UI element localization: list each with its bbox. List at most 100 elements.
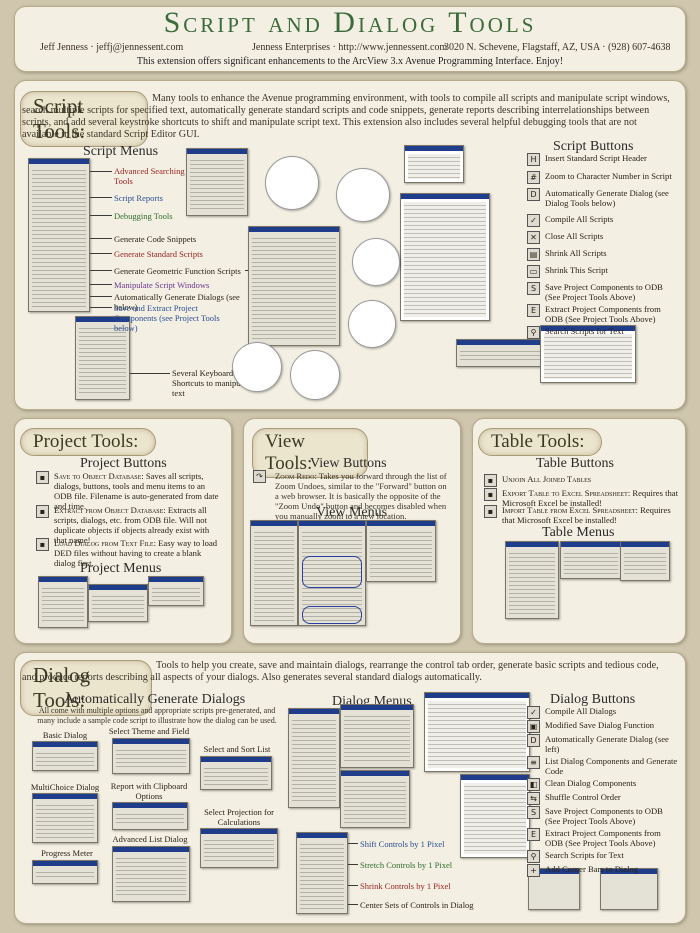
dialog-button-label: Shuffle Control Order <box>545 792 621 802</box>
dialog-button-label: Save Project Components to ODB (See Proj… <box>545 806 663 826</box>
project-item-text: Save to Object Database: Saves all scrip… <box>54 471 222 511</box>
script-button-icon: ✕ <box>527 231 540 244</box>
menu-label-script-windows: Manipulate Script Windows <box>114 280 210 290</box>
dialog-menu-label-center: Center Sets of Controls in Dialog <box>360 900 474 910</box>
view-buttons-heading: View Buttons <box>310 456 387 471</box>
dialog-menu-screenshot-2 <box>340 704 414 768</box>
menu-label-auto-dialogs: Automatically Generate Dialogs (see belo… <box>114 292 240 312</box>
table-item-desc: Requires that Microsoft Excel be install… <box>502 488 678 508</box>
dialog-menu-label-stretch: Stretch Controls by 1 Pixel <box>360 860 453 870</box>
view-menu-screenshot-3 <box>366 520 436 582</box>
dialog-button-6[interactable]: S Save Project Components to ODB (See Pro… <box>527 806 679 826</box>
dialog-button-icon: ⚲ <box>527 850 540 863</box>
script-button-label: Extract Project Components from ODB (See… <box>545 304 661 324</box>
theme-field-screenshot <box>112 738 190 774</box>
script-button-4[interactable]: ✕Close All Scripts <box>527 231 677 244</box>
table-menu-screenshot-1 <box>505 541 559 619</box>
project-menu-screenshot-1 <box>38 576 88 628</box>
view-menus-heading: View Menus <box>316 505 388 520</box>
dialog-button-icon: ◧ <box>527 778 540 791</box>
dialog-button-icon: S <box>527 806 540 819</box>
table-item-text: Unjoin All Joined Tables <box>502 474 591 487</box>
script-button-9[interactable]: ⚲ Search Scripts for Text <box>527 326 677 339</box>
dialog-button-8[interactable]: ⚲ Search Scripts for Text <box>527 850 679 863</box>
dialog-button-9[interactable]: +Add Corner Bars to Dialog <box>527 864 679 877</box>
project-menus-heading: Project Menus <box>80 561 162 576</box>
project-menu-screenshot-2 <box>88 584 148 622</box>
table-item-2[interactable]: ▪ Import Table from Excel Spreadsheet: Re… <box>484 505 678 525</box>
dialog-button-4[interactable]: ◧Clean Dialog Components <box>527 778 679 791</box>
sort-list-screenshot <box>200 756 272 790</box>
script-button-5[interactable]: ▤Shrink All Scripts <box>527 248 677 261</box>
geometry-circle-3 <box>352 238 400 286</box>
menu-label-geometric-scripts: Generate Geometric Function Scripts <box>114 266 241 276</box>
view-menu-highlight-1 <box>302 556 362 588</box>
dialog-buttons-heading: Dialog Buttons <box>550 692 636 707</box>
geometry-circle-6 <box>290 350 340 400</box>
dialog-button-icon: ≡ <box>527 756 540 769</box>
script-button-3[interactable]: ✓Compile All Scripts <box>527 214 677 227</box>
script-button-icon: ▤ <box>527 248 540 261</box>
shortcut-label: Several Keyboard Shortcuts to manipulate… <box>172 368 253 398</box>
dialog-button-0[interactable]: ✓Compile All Dialogs <box>527 706 679 719</box>
zoom-redo-text: Takes you forward through the list of Zo… <box>275 471 447 521</box>
corner-bars-screenshot-2 <box>600 868 658 910</box>
table-item-0[interactable]: ▪ Unjoin All Joined Tables <box>484 474 678 487</box>
dialog-button-5[interactable]: ⇆Shuffle Control Order <box>527 792 679 805</box>
dialog-button-icon: ▣ <box>527 720 540 733</box>
project-item-text: Load Dialog from Text File: Easy way to … <box>54 538 222 568</box>
author-email[interactable]: jeffj@jennessent.com <box>96 42 184 53</box>
project-tools-title: Project Tools: <box>20 428 156 456</box>
table-menus-heading: Table Menus <box>542 525 615 540</box>
script-editor-screenshot <box>404 145 464 183</box>
menu-label-project-components: Save and Extract Project Components (see… <box>114 303 220 333</box>
project-item-2[interactable]: ▪ Load Dialog from Text File: Easy way to… <box>36 538 222 568</box>
script-button-1[interactable]: #Zoom to Character Number in Script <box>527 171 677 184</box>
view-zoom-description: Zoom Redo: Takes you forward through the… <box>275 471 451 521</box>
dialog-button-1[interactable]: ▣Modified Save Dialog Function <box>527 720 679 733</box>
table-item-desc: Requires that Microsoft Excel be install… <box>502 505 671 525</box>
table-item-icon: ▪ <box>484 505 497 518</box>
table-item-name: Import Table from Excel Spreadsheet: <box>502 505 638 515</box>
table-item-icon: ▪ <box>484 474 497 487</box>
dialog-menu-screenshot-3 <box>340 770 410 828</box>
zoom-redo-button[interactable]: ↷ <box>253 470 271 483</box>
script-button-icon: ✓ <box>527 214 540 227</box>
script-button-icon: D <box>527 188 540 201</box>
geometry-circle-1 <box>265 156 319 210</box>
company-website[interactable]: http://www.jennessent.com <box>338 42 448 53</box>
caption-projection: Select Projection for Calculations <box>204 807 274 827</box>
dialog-menu-label-shift: Shift Controls by 1 Pixel <box>360 839 445 849</box>
script-button-icon: # <box>527 171 540 184</box>
project-item-name: Load Dialog from Text File: <box>54 538 156 548</box>
multichoice-screenshot <box>32 793 98 843</box>
table-buttons-heading: Table Buttons <box>536 456 614 471</box>
menu-label-standard-scripts: Generate Standard Scripts <box>114 249 203 259</box>
script-button-icon: ⚲ <box>527 326 540 339</box>
shuffle-order-screenshot <box>460 774 530 858</box>
project-item-0[interactable]: ▪Save to Object Database: Saves all scri… <box>36 471 222 511</box>
dialog-shift-menu-screenshot <box>296 832 348 914</box>
table-item-1[interactable]: ▪Export Table to Excel Spreadsheet: Requ… <box>484 488 678 508</box>
script-button-icon: ▭ <box>527 265 540 278</box>
script-button-label: Search Scripts for Text <box>545 326 624 336</box>
geometry-circle-5 <box>232 342 282 392</box>
script-button-label: Insert Standard Script Header <box>545 153 647 163</box>
dialog-button-3[interactable]: ≡List Dialog Components and Generate Cod… <box>527 756 679 776</box>
project-item-desc: Saves all scripts, dialogs, buttons, too… <box>54 471 219 511</box>
caption-multichoice: MultiChoice Dialog <box>30 782 100 792</box>
script-button-6[interactable]: ▭Shrink This Script <box>527 265 677 278</box>
project-item-1[interactable]: ▪Extract from Object Database: Extracts … <box>36 505 222 545</box>
dialog-button-label: Automatically Generate Dialog (see left) <box>545 734 669 754</box>
project-item-name: Extract from Object Database: <box>54 505 166 515</box>
report-clipboard-screenshot <box>112 802 188 830</box>
project-item-icon: ▪ <box>36 538 49 551</box>
search-results-screenshot <box>540 325 636 383</box>
dialog-button-label: Search Scripts for Text <box>545 850 624 860</box>
